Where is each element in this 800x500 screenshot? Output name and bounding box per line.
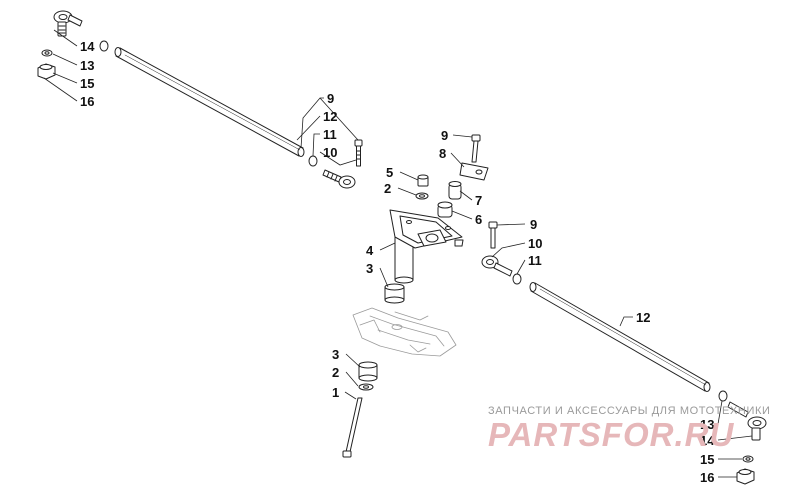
tie-rod-end-right-inner <box>481 255 513 277</box>
callout-3-upper: 3 <box>366 261 373 276</box>
bolt-top-right <box>471 134 481 163</box>
washer-lower <box>358 383 374 391</box>
washer-center <box>415 192 429 200</box>
callout-6: 6 <box>475 212 482 227</box>
callout-11-upper: 11 <box>323 127 337 142</box>
jam-nut-lower-right <box>718 390 728 402</box>
callout-14-upper-left: 14 <box>80 39 95 54</box>
callout-14-lower-right: 14 <box>700 433 715 448</box>
bushing-lower <box>358 361 378 382</box>
tie-rod-tube-upper <box>114 47 305 157</box>
bushing-6 <box>437 201 453 218</box>
callout-13-lower-right: 13 <box>700 417 714 432</box>
arm-link <box>459 162 489 181</box>
callout-12-right: 12 <box>636 310 650 325</box>
jam-nut-upper-left <box>99 40 109 52</box>
frame-section <box>352 307 457 357</box>
callout-4: 4 <box>366 243 374 258</box>
bushing-upper <box>384 283 405 304</box>
callout-15-upper-left: 15 <box>80 76 94 91</box>
callout-9-right: 9 <box>530 217 537 232</box>
callout-8: 8 <box>439 146 446 161</box>
bolt-right-inner <box>488 221 498 249</box>
callout-5: 5 <box>386 165 393 180</box>
spacer-7 <box>448 181 462 200</box>
tie-rod-end-upper-left <box>53 10 83 37</box>
tie-rod-tube-right <box>529 282 711 392</box>
callout-13-upper-left: 13 <box>80 58 94 73</box>
callout-2-lower: 2 <box>332 365 339 380</box>
nut-upper-left <box>37 63 56 80</box>
watermark-caption: ЗАПЧАСТИ И АКСЕССУАРЫ ДЛЯ МОТОТЕХНИКИ <box>488 405 771 417</box>
callout-2-upper: 2 <box>384 181 391 196</box>
tie-rod-end-upper-inner <box>322 169 356 189</box>
callout-9-upper: 9 <box>327 91 334 106</box>
leader-lines <box>43 29 753 478</box>
long-bolt <box>342 397 363 458</box>
callout-16-lower-right: 16 <box>700 470 714 485</box>
tie-rod-end-lower-right <box>727 401 767 441</box>
callout-16-upper-left: 16 <box>80 94 94 109</box>
callout-9-top-right: 9 <box>441 128 448 143</box>
callout-7: 7 <box>475 193 482 208</box>
washer-upper-left <box>41 49 53 57</box>
callout-labels: 14 13 15 16 9 12 11 10 9 8 5 2 7 6 9 10 … <box>80 39 715 485</box>
callout-15-lower-right: 15 <box>700 452 714 467</box>
callout-11-right: 11 <box>528 253 542 268</box>
nut-lower-right <box>736 468 755 485</box>
callout-3-lower: 3 <box>332 347 339 362</box>
washer-lower-right <box>742 455 754 463</box>
callout-1: 1 <box>332 385 339 400</box>
jam-nut-upper-inner <box>308 155 318 167</box>
callout-10-right: 10 <box>528 236 542 251</box>
callout-12-upper: 12 <box>323 109 337 124</box>
watermark-brand-logo: PARTSFOR.RU <box>488 416 735 453</box>
jam-nut-right-inner <box>512 273 522 285</box>
steering-post <box>389 209 464 284</box>
callout-10-upper: 10 <box>323 145 337 160</box>
nut-center <box>417 174 429 187</box>
bolt-upper-inner <box>354 139 363 167</box>
